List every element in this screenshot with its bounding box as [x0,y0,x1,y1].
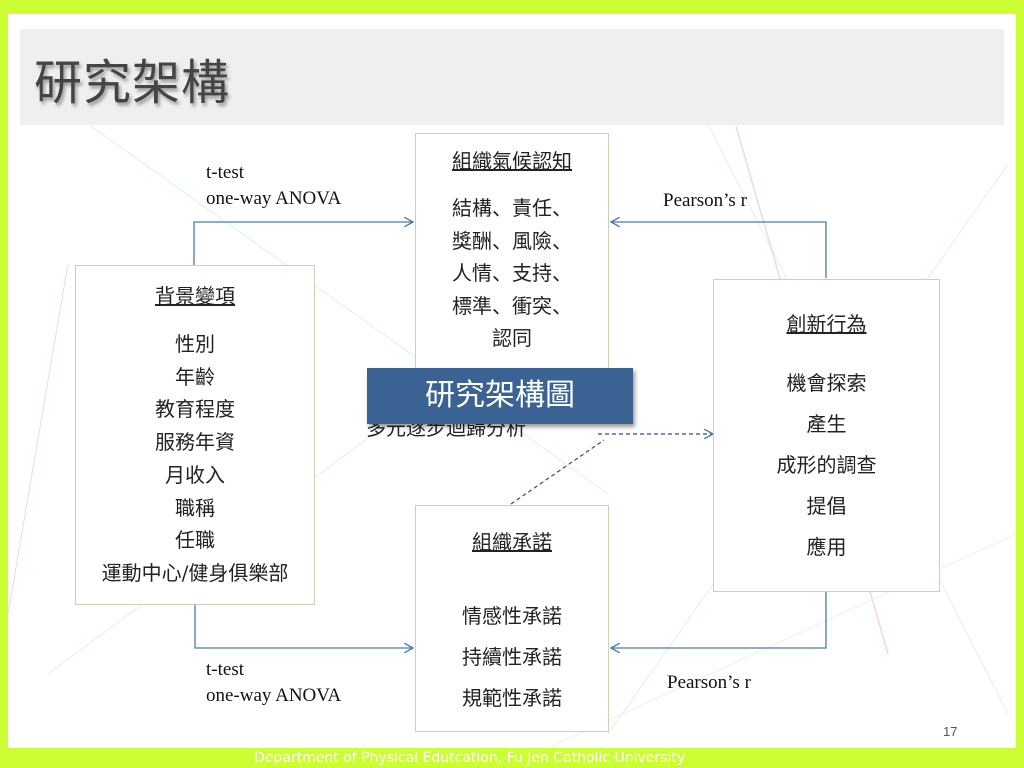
arrow-innovation-to-climate [611,222,827,278]
background-box-title: 背景變項 [155,284,235,308]
innovation-item: 提倡 [806,494,847,518]
climate-box: 組織氣候認知 結構、責任、 獎酬、風險、 人情、支持、 標準、衝突、 認同 [415,133,609,381]
innovation-item: 應用 [806,535,847,559]
label-top-left-line: t-test [206,162,244,183]
commitment-item: 規範性承諾 [462,686,562,710]
label-bottom-left: t-test one-way ANOVA [206,657,341,709]
label-bottom-left-line: t-test [206,659,244,680]
label-top-left: t-test one-way ANOVA [206,160,341,212]
arrow-background-to-climate [193,222,413,266]
background-item: 月收入 [165,462,225,487]
connector-arrows [193,14,827,748]
commitment-box: 組織承諾 情感性承諾 持續性承諾 規範性承諾 [415,505,609,732]
background-item: 教育程度 [155,397,235,422]
framework-banner: 研究架構圖 [367,368,633,424]
label-bottom-right: Pearson’s r [667,672,751,693]
background-item: 服務年資 [155,430,235,455]
page-title: 研究架構 [34,55,231,111]
arrow-innovation-to-commitment [611,592,827,648]
innovation-box-title: 創新行為 [786,312,867,336]
background-box: 背景變項 性別 年齡 教育程度 服務年資 月收入 職稱 任職 運動中心/健身俱樂… [75,265,315,605]
climate-item: 標準、衝突、 [452,293,572,318]
background-item: 職稱 [175,495,215,520]
commitment-box-title: 組織承諾 [472,530,552,554]
innovation-item: 產生 [806,412,847,436]
innovation-item: 機會探索 [786,371,867,395]
background-item: 運動中心/健身俱樂部 [101,560,289,585]
background-item: 任職 [175,528,215,553]
label-bottom-left-line: one-way ANOVA [206,685,342,706]
label-top-left-line: one-way ANOVA [206,188,342,209]
background-item: 性別 [175,332,215,356]
climate-item: 結構、責任、 [452,196,572,220]
climate-box-title: 組織氣候認知 [452,149,572,173]
background-item: 年齡 [175,364,215,389]
title-bar: 研究架構 [20,29,1004,125]
innovation-item: 成形的調查 [776,453,877,477]
footer-text: Department of Physical Edutcation, Fu Je… [254,750,686,766]
label-top-right: Pearson’s r [663,190,747,211]
commitment-item: 情感性承諾 [462,604,562,628]
page-number: 17 [943,724,958,739]
innovation-box: 創新行為 機會探索 產生 成形的調查 提倡 應用 [713,279,940,592]
commitment-item: 持續性承諾 [462,645,562,669]
arrow-background-to-commitment [194,604,413,648]
climate-item: 認同 [492,326,532,350]
slide: 研究架構 組織氣候認知 結構、責任、 獎酬、風險、 人情、支持、 標準、衝突、 … [8,14,1016,748]
climate-item: 人情、支持、 [452,261,572,285]
climate-item: 獎酬、風險、 [452,228,572,253]
dashed-line-from-commitment [510,439,605,505]
